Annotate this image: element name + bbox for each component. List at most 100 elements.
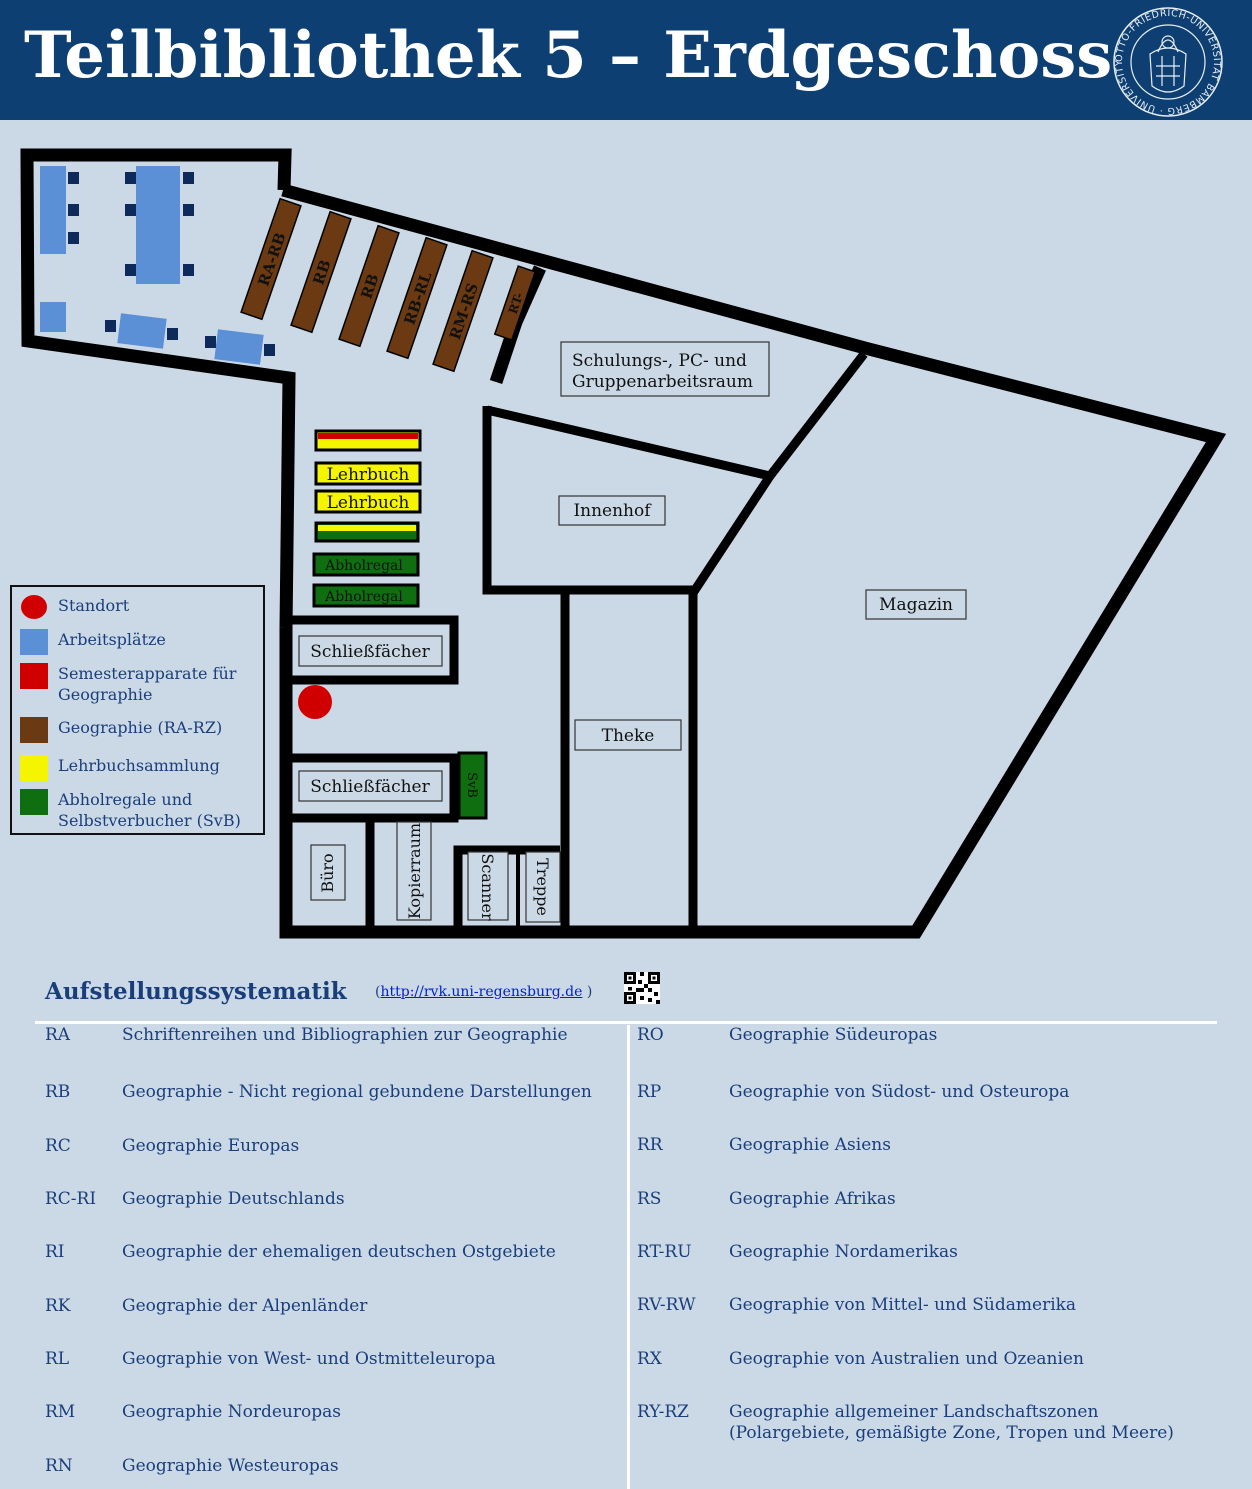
syst-code: RN	[45, 1456, 73, 1476]
legend-item-standort: Standort	[20, 595, 129, 619]
syst-desc: Geographie Nordamerikas	[729, 1242, 958, 1262]
legend-label: Standort	[58, 596, 130, 615]
legend-swatch-circle	[21, 595, 47, 619]
rack-lehrbuch-abhol	[314, 521, 420, 543]
syst-desc: Geographie Westeuropas	[122, 1456, 339, 1476]
room-label: Scanner	[478, 853, 497, 921]
rack-label: Abholregal	[324, 558, 403, 574]
syst-desc: Geographie von Mittel- und Südamerika	[729, 1295, 1077, 1315]
syst-desc: Geographie der Alpenländer	[122, 1296, 368, 1316]
syst-desc: Geographie Deutschlands	[122, 1189, 345, 1209]
room-label: Theke	[602, 726, 655, 746]
rack-lehrbuch-2: Lehrbuch	[314, 489, 422, 514]
room-label: Innenhof	[573, 501, 652, 521]
syst-code: RX	[637, 1349, 662, 1369]
legend-item-arbeitsplaetze: Arbeitsplätze	[20, 629, 166, 655]
syst-code: RI	[45, 1242, 65, 1262]
chairs	[68, 172, 275, 356]
syst-desc: Geographie allgemeiner Landschaftszonen	[729, 1402, 1099, 1422]
room-theke: Theke	[574, 719, 682, 751]
legend-swatch	[20, 717, 48, 743]
room-innenhof: Innenhof	[558, 495, 666, 526]
syst-code: RV-RW	[637, 1295, 696, 1315]
room-label: Büro	[318, 853, 337, 892]
rack-label: Abholregal	[324, 589, 403, 605]
room-scanner: Scanner	[467, 851, 509, 921]
inner-walls	[288, 351, 868, 932]
syst-desc: Geographie Europas	[122, 1136, 300, 1156]
room-treppe: Treppe	[525, 851, 561, 923]
rvk-link[interactable]: http://rvk.uni-regensburg.de	[380, 984, 583, 1000]
shelf-rt: RT-	[493, 265, 537, 341]
legend-item-abholregale: Abholregale und Selbstverbucher (SvB)	[20, 789, 258, 831]
syst-code: RR	[637, 1135, 663, 1155]
syst-desc: Geographie Nordeuropas	[122, 1402, 341, 1422]
legend-item-semesterapparate: Semesterapparate für Geographie	[20, 663, 253, 705]
divider-vertical	[627, 1025, 630, 1489]
systematik-title: Aufstellungssystematik	[45, 978, 347, 1005]
legend-label: Arbeitsplätze	[58, 630, 166, 649]
syst-desc: Geographie von West- und Ostmitteleuropa	[122, 1349, 496, 1369]
link-paren-close: )	[586, 984, 593, 1000]
syst-code: RM	[45, 1402, 76, 1422]
room-label-line1: Schulungs-, PC- und	[572, 351, 747, 371]
legend-label: Semesterapparate für Geographie	[58, 664, 237, 704]
room-label-line2: Gruppenarbeitsraum	[572, 372, 753, 392]
legend-item-geographie: Geographie (RA-RZ)	[20, 717, 222, 743]
room-label: Kopierraum	[405, 823, 424, 919]
shelf-label: RT-	[506, 291, 526, 316]
room-magazin: Magazin	[865, 589, 967, 620]
systematik-link-wrap: (http://rvk.uni-regensburg.de )	[375, 984, 592, 1000]
syst-desc: Geographie Südeuropas	[729, 1025, 938, 1045]
room-label: Treppe	[533, 858, 552, 916]
map-legend: Standort Arbeitsplätze Semesterapparate …	[10, 585, 265, 835]
syst-code: RA	[45, 1025, 71, 1045]
syst-desc: Geographie Afrikas	[729, 1189, 896, 1209]
legend-item-lehrbuchsammlung: Lehrbuchsammlung	[20, 755, 220, 781]
syst-code: RC-RI	[45, 1189, 97, 1209]
room-schulungsraum: Schulungs-, PC- und Gruppenarbeitsraum	[560, 341, 770, 397]
syst-code: RB	[45, 1082, 71, 1102]
room-schliessfaecher-1: Schließfächer	[298, 635, 443, 667]
syst-code: RL	[45, 1349, 70, 1369]
syst-desc: Geographie von Südost- und Osteuropa	[729, 1082, 1070, 1102]
legend-swatch	[20, 663, 48, 689]
syst-code: RC	[45, 1136, 71, 1156]
room-buero: Büro	[310, 844, 346, 901]
legend-label: Geographie (RA-RZ)	[58, 718, 223, 737]
university-seal-icon: OTTO-FRIEDRICH-UNIVERSITÄT BAMBERG · UNI…	[1112, 6, 1223, 117]
legend-swatch	[20, 755, 48, 781]
legend-swatch	[20, 789, 48, 815]
room-label: Schließfächer	[310, 642, 430, 662]
rack-lehrbuch-1: Lehrbuch	[314, 461, 422, 486]
syst-desc: Geographie Asiens	[729, 1135, 891, 1155]
legend-label: Lehrbuchsammlung	[58, 756, 220, 775]
page-title: Teilbibliothek 5 – Erdgeschoss	[24, 18, 1113, 93]
syst-code: RK	[45, 1296, 71, 1316]
svb-terminal: SvB	[457, 751, 488, 820]
standort-marker	[298, 685, 332, 719]
syst-desc: Geographie von Australien und Ozeanien	[729, 1349, 1084, 1369]
syst-code: RY-RZ	[637, 1402, 689, 1422]
rack-abholregal-1: Abholregal	[312, 552, 420, 577]
room-label: Schließfächer	[310, 777, 430, 797]
legend-swatch	[20, 629, 48, 655]
syst-code: RS	[637, 1189, 662, 1209]
rack-semesterapparat	[314, 429, 422, 452]
syst-code: RP	[637, 1082, 662, 1102]
floor-plan: RA-RB RB RB RB-RL RM-RS RT- Lehrbuch Leh…	[20, 148, 1227, 939]
header-bar: Teilbibliothek 5 – Erdgeschoss OTTO-FRIE…	[0, 0, 1252, 120]
work-places	[40, 166, 264, 365]
shelf-rb-1: RB	[290, 210, 352, 334]
room-schliessfaecher-2: Schließfächer	[298, 770, 443, 802]
syst-desc: Schriftenreihen und Bibliographien zur G…	[122, 1025, 568, 1045]
svb-label: SvB	[464, 772, 479, 798]
syst-desc: Geographie der ehemaligen deutschen Ostg…	[122, 1242, 556, 1262]
divider-horizontal	[35, 1021, 1217, 1024]
rack-abholregal-2: Abholregal	[312, 583, 420, 608]
syst-code: RT-RU	[637, 1242, 692, 1262]
link-paren-open: (	[375, 984, 381, 1000]
shelf-rm-rs: RM-RS	[432, 249, 494, 373]
syst-desc: Geographie - Nicht regional gebundene Da…	[122, 1082, 592, 1102]
room-label: Magazin	[879, 595, 953, 615]
